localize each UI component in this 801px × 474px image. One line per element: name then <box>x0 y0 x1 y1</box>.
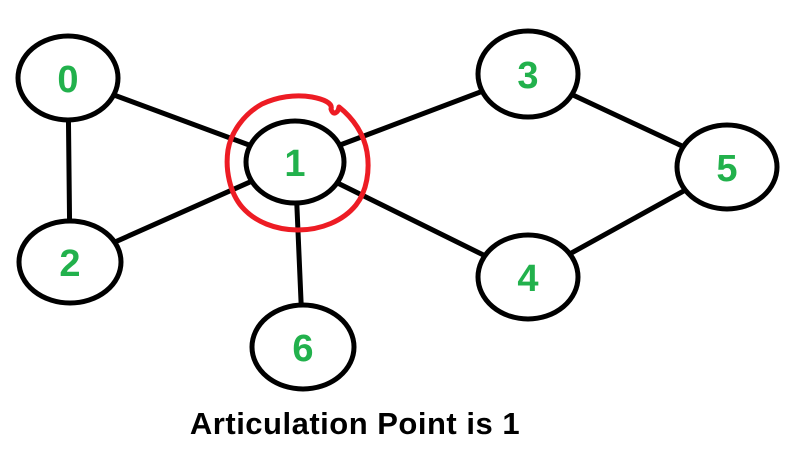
graph-node-1 <box>243 118 347 206</box>
graph-node-0 <box>15 33 121 123</box>
node-label-5: 5 <box>716 148 737 190</box>
graph-node-3 <box>475 28 581 120</box>
node-label-1: 1 <box>284 143 305 185</box>
node-label-3: 3 <box>517 55 538 97</box>
graph-content: 0 1 2 3 4 5 6 <box>15 28 780 392</box>
graph-node-6 <box>249 302 357 392</box>
node-label-4: 4 <box>517 258 538 300</box>
node-label-6: 6 <box>292 328 313 370</box>
node-label-0: 0 <box>57 59 78 101</box>
node-label-2: 2 <box>59 243 80 285</box>
graph-node-4 <box>475 232 581 322</box>
graph-node-5 <box>674 122 780 212</box>
highlight-circle-annotation <box>224 93 371 233</box>
caption-text: Articulation Point is 1 <box>189 406 521 441</box>
graph-node-2 <box>16 218 124 306</box>
